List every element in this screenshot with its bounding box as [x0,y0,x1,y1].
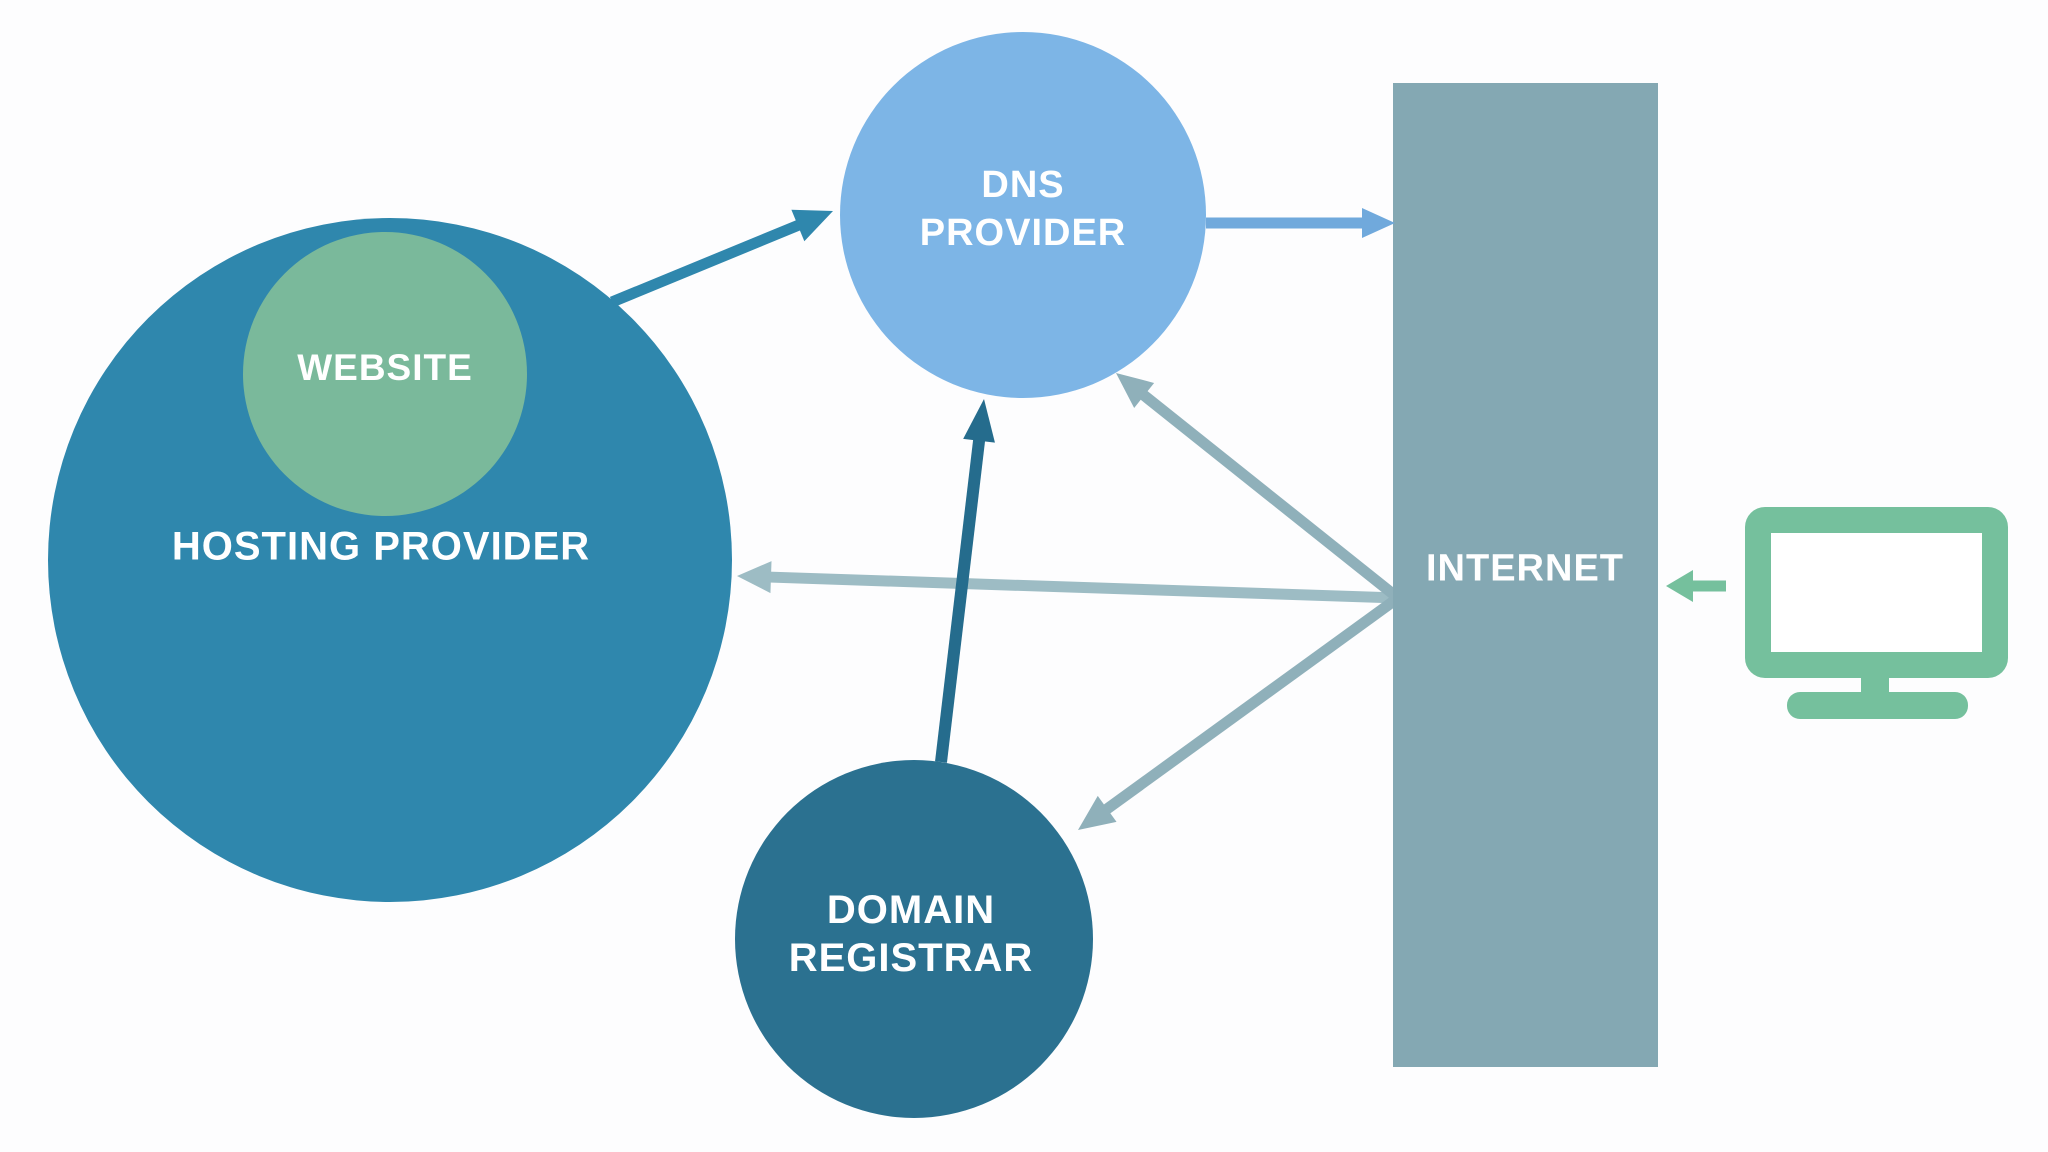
arrow-internet-to-dns [1116,373,1402,603]
domain-registrar-circle [735,760,1093,1118]
arrow-internet-to-hosting [737,561,1399,604]
monitor-base [1787,692,1968,719]
arrow-computer-to-internet [1666,570,1726,602]
arrows-over-layer [609,208,1726,763]
hosting-provider-circle [48,218,732,902]
website-circle [243,232,527,516]
dns-label-line2: PROVIDER [919,212,1127,254]
hosting-provider-label: HOSTING PROVIDER [171,524,591,569]
dns-label-line1: DNS [981,164,1065,206]
arrow-dns-to-internet [1206,208,1395,238]
arrow-internet-to-registrar [1078,593,1402,830]
monitor-screen [1771,533,1982,652]
arrows-under-layer [737,373,1402,830]
monitor-icon [1745,507,2008,719]
registrar-label-line2: REGISTRAR [788,936,1034,980]
registrar-label-line1: DOMAIN [826,888,996,932]
website-label: WEBSITE [297,347,473,388]
dns-provider-label: DNS PROVIDER [920,161,1126,257]
dns-provider-circle [840,32,1206,398]
domain-registrar-label: DOMAIN REGISTRAR [789,886,1034,982]
internet-label: INTERNET [1426,547,1624,590]
internet-bar [1393,83,1658,1067]
shapes-layer [48,32,1658,1118]
arrow-registrar-to-dns [935,399,995,763]
arrow-hosting-to-dns [609,209,833,308]
